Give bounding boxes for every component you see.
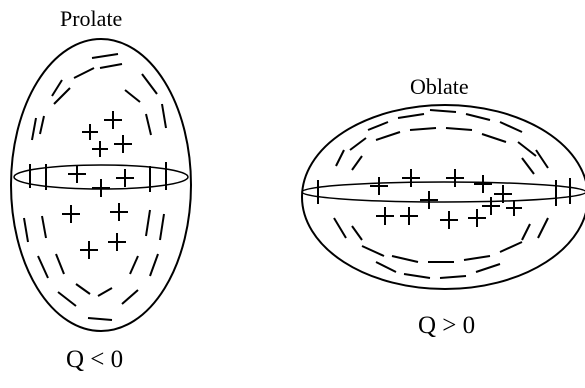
prolate-title: Prolate (60, 6, 123, 31)
oblate-negative-charges (317, 109, 571, 279)
oblate-outline (301, 104, 585, 290)
oblate-equator (301, 181, 585, 203)
oblate-positive-charges (370, 169, 522, 229)
oblate-quadrupole-label: Q > 0 (418, 312, 476, 339)
prolate-quadrupole-label: Q < 0 (66, 346, 124, 373)
prolate-positive-charges (62, 111, 134, 259)
oblate-title: Oblate (410, 74, 469, 99)
prolate-nucleus (10, 38, 192, 332)
oblate-nucleus (301, 104, 585, 290)
prolate-negative-charges (23, 53, 167, 321)
prolate-outline (10, 38, 192, 332)
